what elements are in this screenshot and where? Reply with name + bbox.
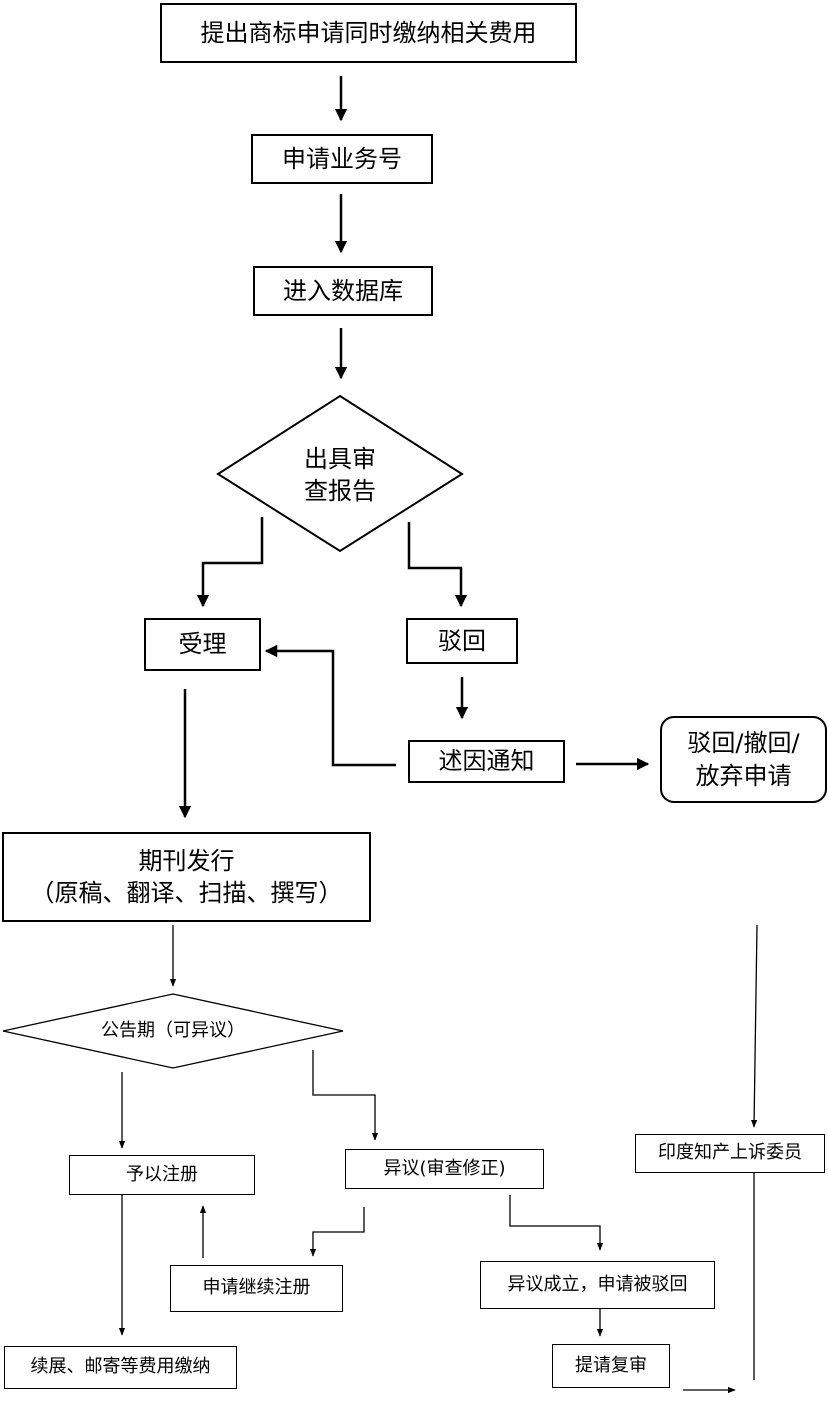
arrow-opposition-to-continue	[309, 1207, 365, 1257]
node-register: 予以注册	[69, 1155, 255, 1195]
node-appeal-board-label: 印度知产上诉委员	[658, 1142, 802, 1164]
arrow-publication-to-opposition	[312, 1050, 379, 1141]
node-apply: 提出商标申请同时缴纳相关费用	[160, 3, 577, 63]
node-register-label: 予以注册	[126, 1163, 198, 1185]
node-opposition: 异议(审查修正)	[345, 1149, 544, 1189]
node-appeal-board: 印度知产上诉委员	[635, 1134, 825, 1173]
node-continue-register: 申请继续注册	[170, 1265, 343, 1312]
node-database-label: 进入数据库	[283, 276, 403, 305]
node-notice: 述因通知	[408, 740, 565, 783]
node-renewal-fees: 续展、邮寄等费用缴纳	[4, 1346, 237, 1389]
node-journal-label: 期刊发行 （原稿、翻译、扫描、撰写）	[30, 846, 343, 907]
arrow-report-to-reject	[407, 522, 468, 608]
arrow-notice-to-accept	[264, 644, 396, 767]
node-business-no: 申请业务号	[251, 134, 433, 184]
node-continue-register-label: 申请继续注册	[202, 1277, 311, 1299]
arrow-down-to-appeal-board	[750, 924, 758, 1128]
node-apply-label: 提出商标申请同时缴纳相关费用	[200, 18, 537, 47]
publication-diamond	[2, 993, 344, 1069]
node-journal: 期刊发行 （原稿、翻译、扫描、撰写）	[2, 832, 371, 922]
node-request-review: 提请复审	[552, 1344, 670, 1388]
node-reject: 驳回	[406, 618, 518, 664]
exam-report-diamond	[216, 394, 464, 553]
node-business-no-label: 申请业务号	[282, 144, 402, 173]
node-notice-label: 述因通知	[438, 747, 535, 776]
node-accept: 受理	[144, 618, 261, 671]
node-opposition-label: 异议(审查修正)	[383, 1157, 506, 1179]
node-reject-withdraw: 驳回/撤回/ 放弃申请	[660, 716, 827, 803]
arrow-report-to-accept	[196, 517, 264, 608]
node-accept-label: 受理	[178, 630, 227, 659]
arrow-opposition-to-upheld	[509, 1195, 604, 1251]
decision-publication-label: 公告期（可异议）	[101, 1019, 245, 1041]
node-opposition-upheld: 异议成立，申请被驳回	[480, 1261, 715, 1309]
node-opposition-upheld-label: 异议成立，申请被驳回	[507, 1273, 688, 1295]
node-reject-label: 驳回	[438, 626, 486, 655]
node-request-review-label: 提请复审	[575, 1354, 647, 1376]
node-reject-withdraw-label: 驳回/撤回/ 放弃申请	[687, 729, 800, 790]
node-renewal-fees-label: 续展、邮寄等费用缴纳	[30, 1356, 211, 1378]
node-database: 进入数据库	[253, 266, 433, 316]
decision-exam-report-label: 出具审 查报告	[304, 444, 376, 505]
